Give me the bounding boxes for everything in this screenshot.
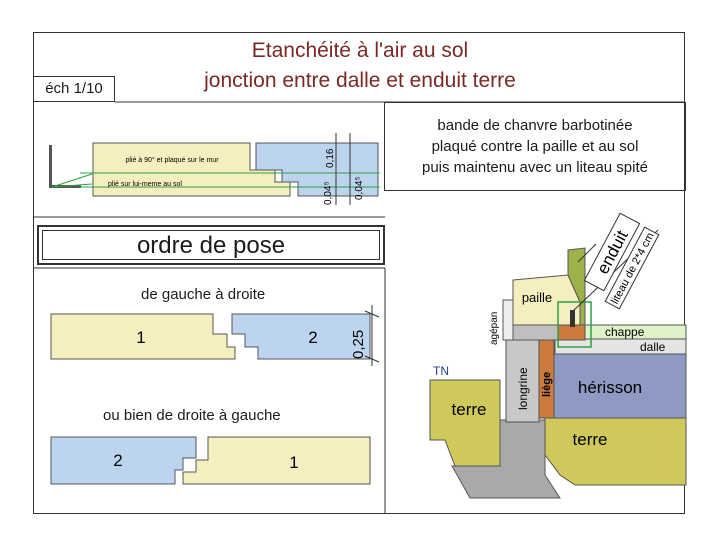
- terre-right-label: terre: [573, 430, 608, 449]
- note-line-3: puis maintenu avec un liteau spité: [422, 159, 648, 176]
- agepan-label: agépan: [489, 312, 500, 345]
- panel-2-ltr: [231, 313, 371, 360]
- pose-right-to-left: 2 1: [50, 436, 371, 485]
- pose-left-to-right: 1 2 0,25: [50, 305, 380, 366]
- label-wall-fold: plié à 90° et plaqué sur le mur: [125, 156, 219, 164]
- straw-panel-detail: [92, 142, 291, 197]
- panel-2-ltr-label: 2: [308, 328, 317, 347]
- panel-1-rtl: [182, 436, 371, 485]
- soil-left: [429, 379, 501, 467]
- chappe-label: chappe: [605, 325, 645, 339]
- liege-label: liège: [541, 372, 553, 397]
- note-line-1: bande de chanvre barbotinée: [437, 117, 633, 134]
- sole-plate: [512, 324, 559, 341]
- dim-c-label: 0,04⁵: [354, 176, 365, 200]
- panel-2-rtl: [50, 436, 197, 485]
- dalle-label: dalle: [640, 340, 666, 354]
- note-line-2: plaqué contre la paille et au sol: [431, 138, 639, 155]
- dim-a-label: 0,04⁵: [323, 181, 334, 205]
- soil-right: [544, 417, 687, 486]
- right-to-left-caption: ou bien de droite à gauche: [103, 407, 281, 424]
- paille-label: paille: [522, 290, 552, 305]
- herisson-layer: [553, 353, 687, 419]
- enduit-pointer: [577, 243, 597, 263]
- title-line-1: Etanchéité à l'air au sol: [251, 39, 469, 62]
- pose-heading-box: ordre de pose: [37, 225, 385, 265]
- enduit-tag: [583, 212, 641, 292]
- pose-heading: ordre de pose: [42, 230, 380, 260]
- label-floor-fold: plié sur lui-meme au sol: [108, 181, 182, 188]
- tn-label: TN: [433, 364, 449, 378]
- page-title: Etanchéité à l'air au sol jonction entre…: [120, 36, 600, 96]
- tape-arrows: [51, 173, 93, 188]
- left-to-right-caption: de gauche à droite: [141, 286, 266, 303]
- pose-dim-tick-bottom: [364, 355, 380, 363]
- pose-dim-tick-top: [364, 310, 380, 318]
- cross-section: enduit liteau de 2*4 cm paille agépan ch…: [429, 212, 687, 499]
- longrine-label: longrine: [516, 367, 530, 410]
- plaster-coat: [567, 247, 586, 326]
- liteau-tag: [604, 226, 660, 310]
- panel-1-rtl-label: 1: [289, 453, 298, 472]
- panel-1-ltr: [50, 313, 236, 360]
- batten: [570, 310, 575, 327]
- wall-stroke: [49, 145, 52, 187]
- drawing-frame: [33, 32, 685, 514]
- longrine-beam: [505, 339, 540, 423]
- blue-panel-detail: [255, 142, 379, 197]
- herisson-label: hérisson: [578, 378, 642, 397]
- dim-b-label: 0,16: [325, 148, 336, 168]
- detail-highlight: [557, 301, 592, 348]
- sole-cork: [557, 324, 586, 341]
- description-note: bande de chanvre barbotinée plaqué contr…: [384, 102, 686, 191]
- pose-dim-label: 0,25: [350, 330, 367, 359]
- panel-1-ltr-label: 1: [136, 328, 145, 347]
- terre-left-label: terre: [452, 400, 487, 419]
- agepan-board: [502, 299, 514, 341]
- scale-label: éch 1/10: [33, 76, 115, 102]
- panel-2-rtl-label: 2: [113, 451, 122, 470]
- title-line-2: jonction entre dalle et enduit terre: [204, 69, 516, 92]
- tape-detail: plié à 90° et plaqué sur le mur plié sur…: [49, 133, 380, 205]
